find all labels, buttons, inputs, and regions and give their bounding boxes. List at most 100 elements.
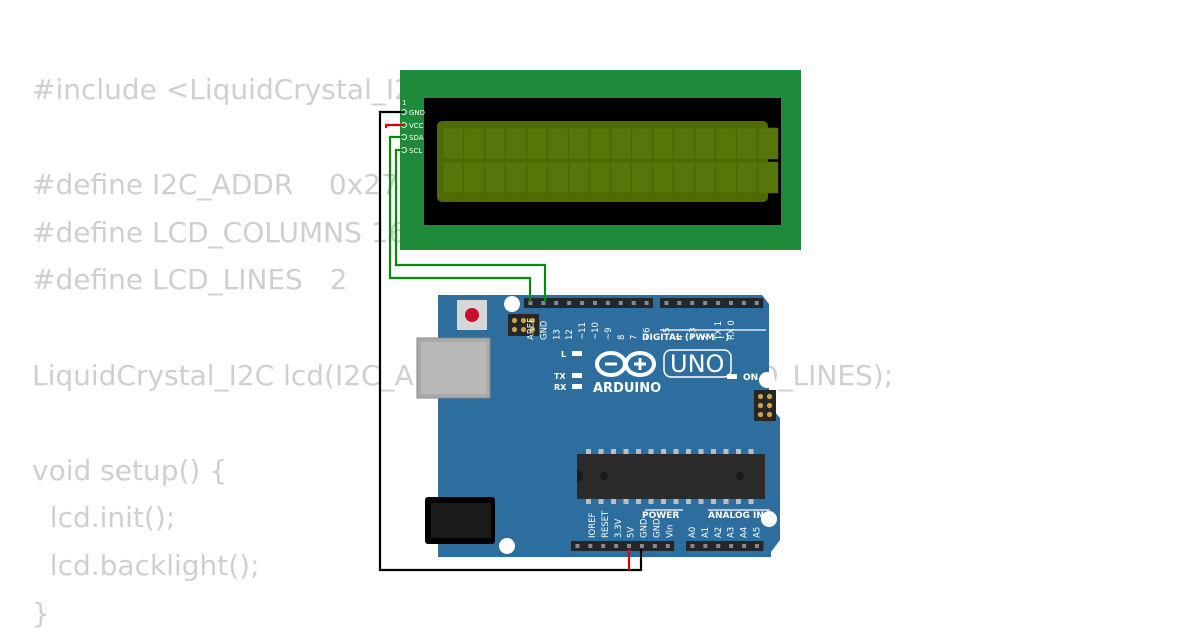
code-line: void setup() {	[32, 453, 228, 487]
header-pin[interactable]	[601, 544, 606, 548]
pin-label: A1	[701, 527, 711, 538]
wire-vcc[interactable]	[384, 123, 631, 570]
lcd-cell	[547, 127, 569, 160]
header-pin[interactable]	[605, 301, 610, 305]
header-pin[interactable]	[588, 544, 593, 548]
lcd-cell	[757, 127, 779, 160]
lcd-cell	[589, 161, 611, 194]
pin-label: GND	[653, 518, 663, 538]
header-pin[interactable]	[652, 544, 657, 548]
icsp-pin	[529, 326, 536, 333]
header-pin[interactable]	[754, 544, 759, 548]
icsp-pin	[520, 326, 527, 333]
header-pin[interactable]	[614, 544, 619, 548]
header-pin[interactable]	[639, 544, 644, 548]
lcd-cell	[442, 161, 464, 194]
pin-label: A0	[688, 527, 698, 538]
header-pin[interactable]	[703, 544, 708, 548]
pin-label: 5V	[627, 527, 637, 538]
lcd-pin-label: SCL	[409, 147, 422, 155]
header-pin[interactable]	[541, 301, 546, 305]
lcd-cell	[589, 127, 611, 160]
lcd-cell	[715, 127, 737, 160]
lcd-cell	[715, 161, 737, 194]
lcd-cell	[673, 127, 695, 160]
lcd-cell	[526, 127, 548, 160]
lcd-cell	[484, 127, 506, 160]
header-pin[interactable]	[690, 301, 695, 305]
svg-text:TX: TX	[554, 372, 566, 381]
digital-header[interactable]	[524, 298, 653, 308]
wire-gnd[interactable]	[378, 110, 643, 572]
model-label: UNO	[670, 350, 724, 378]
pin-label: 3.3V	[614, 518, 624, 538]
pin-label: A4	[740, 527, 750, 538]
header-body	[524, 298, 653, 308]
lcd-cell	[547, 161, 569, 194]
header-pin[interactable]	[665, 544, 670, 548]
usb-connector-inner	[421, 342, 486, 394]
header-pin[interactable]	[690, 544, 695, 548]
header-body	[571, 541, 675, 551]
icsp-pin	[511, 317, 518, 324]
lcd-cell	[568, 161, 590, 194]
icsp-pin	[520, 317, 527, 324]
header-pin[interactable]	[567, 301, 572, 305]
header-body	[686, 541, 764, 551]
header-pin[interactable]	[754, 301, 759, 305]
svg-text:L: L	[561, 350, 566, 359]
header-pin[interactable]	[664, 301, 669, 305]
header-pin[interactable]	[644, 301, 649, 305]
power-header[interactable]	[571, 541, 675, 551]
header-pin[interactable]	[575, 544, 580, 548]
analog-label: ANALOG IN	[708, 511, 764, 521]
header-pin[interactable]	[592, 301, 597, 305]
pin-label: A3	[727, 527, 737, 538]
led-on: ON	[727, 373, 758, 383]
lcd-pin-label: SDA	[409, 134, 424, 142]
brand-label: ARDUINO	[593, 381, 661, 396]
header-pin[interactable]	[741, 301, 746, 305]
pin-label: ~10	[591, 322, 601, 340]
header-body	[660, 298, 764, 308]
icsp-pin	[757, 393, 764, 400]
wire-sda[interactable]	[388, 135, 532, 302]
svg-text:RX: RX	[554, 383, 567, 392]
header-pin[interactable]	[677, 301, 682, 305]
header-pin[interactable]	[728, 301, 733, 305]
header-pin[interactable]	[618, 301, 623, 305]
lcd-cell	[736, 161, 758, 194]
power-label: POWER	[642, 511, 679, 521]
lcd-cell	[673, 161, 695, 194]
pin-label: ~3	[688, 327, 698, 340]
lcd-module[interactable]: 1 GND VCC SDA SCL	[400, 70, 801, 250]
header-pin[interactable]	[580, 301, 585, 305]
pin-label: ~9	[604, 327, 614, 340]
svg-text:ON: ON	[743, 373, 758, 383]
header-pin[interactable]	[631, 301, 636, 305]
header-pin[interactable]	[716, 301, 721, 305]
lcd-cell	[568, 127, 590, 160]
header-pin[interactable]	[703, 301, 708, 305]
header-pin[interactable]	[742, 544, 747, 548]
wire-scl[interactable]	[394, 148, 547, 302]
lcd-cell	[736, 127, 758, 160]
header-pin[interactable]	[528, 301, 533, 305]
pin-label: GND	[539, 320, 549, 340]
analog-header[interactable]	[686, 541, 764, 551]
header-pin[interactable]	[627, 544, 632, 548]
header-pin[interactable]	[729, 544, 734, 548]
lcd-cell	[694, 127, 716, 160]
reset-button[interactable]	[457, 300, 487, 330]
pin-label: 13	[552, 329, 562, 340]
pin-label: A5	[753, 527, 763, 538]
code-line: #define LCD_LINES 2	[32, 263, 348, 297]
lcd-cell	[463, 127, 485, 160]
header-pin[interactable]	[716, 544, 721, 548]
digital-label: DIGITAL (PWM ~)	[642, 333, 729, 343]
header-pin[interactable]	[554, 301, 559, 305]
pin-label: 4	[675, 335, 685, 340]
digital-header[interactable]	[660, 298, 764, 308]
